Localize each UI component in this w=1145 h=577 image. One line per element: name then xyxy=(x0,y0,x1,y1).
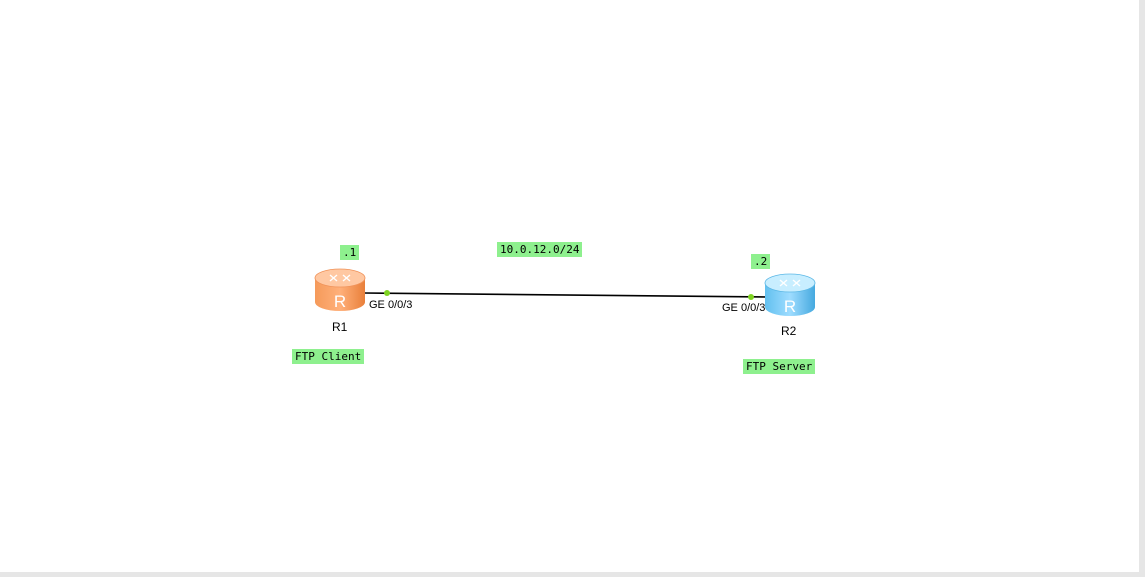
r2-host-label[interactable]: .2 xyxy=(751,254,771,269)
r2-port-label: GE 0/0/3 xyxy=(722,302,766,314)
vertical-scrollbar[interactable] xyxy=(1139,0,1145,577)
router-r1[interactable]: R xyxy=(314,268,366,311)
r1-port-indicator xyxy=(384,290,390,296)
router-icon: R xyxy=(764,273,816,316)
horizontal-scrollbar[interactable] xyxy=(0,572,1145,577)
r1-role-label[interactable]: FTP Client xyxy=(292,349,365,364)
svg-text:R: R xyxy=(784,297,796,316)
svg-text:R: R xyxy=(334,292,346,311)
r2-role-label[interactable]: FTP Server xyxy=(743,359,816,374)
r1-name: R1 xyxy=(332,320,348,334)
router-icon: R xyxy=(314,268,366,311)
subnet-label[interactable]: 10.0.12.0/24 xyxy=(497,242,583,257)
r1-port-label: GE 0/0/3 xyxy=(369,299,413,311)
link-r1-r2[interactable] xyxy=(363,292,769,298)
router-r2[interactable]: R xyxy=(764,273,816,316)
r1-host-label[interactable]: .1 xyxy=(340,245,360,260)
r2-port-indicator xyxy=(748,294,754,300)
r2-name: R2 xyxy=(781,324,797,338)
